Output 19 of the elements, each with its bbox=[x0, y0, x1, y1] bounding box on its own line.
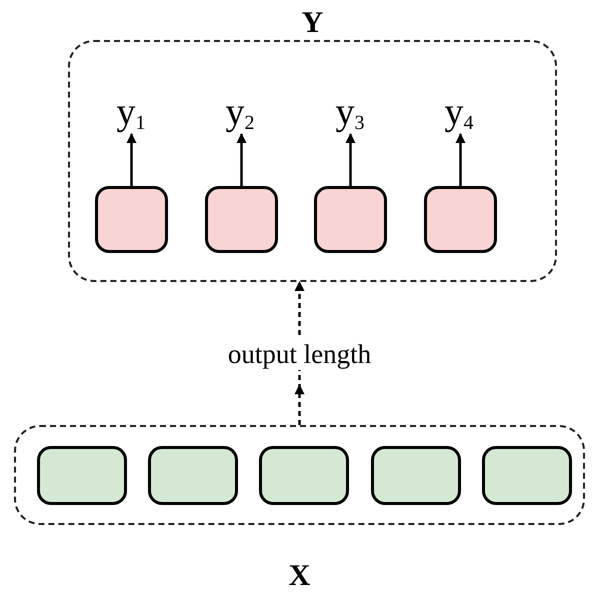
output-symbol: y$_{1}$ bbox=[116, 90, 146, 134]
arrow bbox=[456, 133, 466, 186]
rounded-box bbox=[314, 186, 387, 253]
arrow bbox=[236, 133, 246, 186]
group-heading: X bbox=[288, 559, 310, 593]
arrow bbox=[126, 133, 136, 186]
output-symbol: y$_{3}$ bbox=[336, 90, 364, 134]
rounded-box bbox=[205, 186, 278, 253]
rounded-box bbox=[148, 446, 238, 505]
output-symbol: y$_{4}$ bbox=[444, 90, 474, 134]
arrow bbox=[346, 133, 356, 186]
rounded-box bbox=[37, 446, 127, 505]
rounded-box bbox=[95, 186, 168, 253]
rounded-box bbox=[482, 446, 572, 505]
output-symbol: y$_{2}$ bbox=[226, 90, 254, 134]
rounded-box bbox=[424, 186, 497, 253]
group-heading: Y bbox=[302, 6, 324, 40]
rounded-box bbox=[371, 446, 461, 505]
rounded-box bbox=[259, 446, 349, 505]
